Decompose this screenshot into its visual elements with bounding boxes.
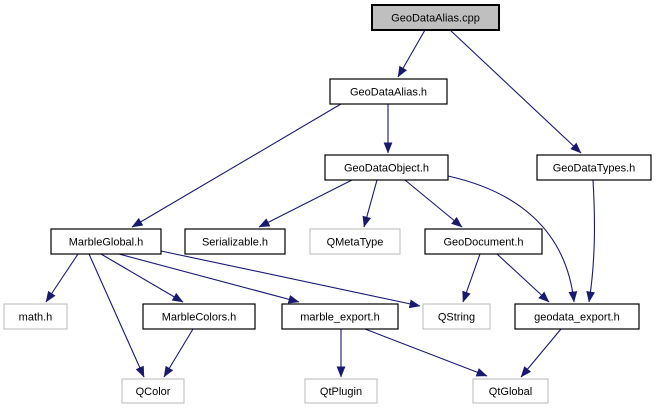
node-MarbleGlobal_h[interactable]: MarbleGlobal.h [50, 228, 162, 255]
node-Serializable_h[interactable]: Serializable.h [184, 228, 286, 255]
node-marble_export_h[interactable]: marble_export.h [281, 303, 399, 330]
edge-GeoDataAlias_cpp-to-GeoDataTypes_h [449, 29, 582, 154]
node-box [121, 378, 185, 404]
node-geodata_export_h[interactable]: geodata_export.h [514, 303, 640, 330]
node-label-QString: QString [438, 312, 475, 324]
node-label-marble_export_h: marble_export.h [300, 312, 380, 324]
node-GeoDocument_h[interactable]: GeoDocument.h [424, 228, 543, 255]
node-label-MarbleColors_h: MarbleColors.h [162, 312, 237, 324]
node-label-GeoDataAlias_h: GeoDataAlias.h [350, 87, 427, 99]
node-GeoDataAlias_cpp[interactable]: GeoDataAlias.cpp [371, 4, 500, 31]
edge-MarbleColors_h-to-QColor [163, 328, 194, 378]
node-GeoDataTypes_h[interactable]: GeoDataTypes.h [536, 154, 652, 181]
node-QString: QString [422, 303, 491, 330]
node-box[interactable] [536, 154, 652, 181]
edge-GeoDataAlias_cpp-to-GeoDataAlias_h [397, 29, 426, 78]
edge-GeoDataObject_h-to-Serializable_h [258, 179, 353, 228]
node-box[interactable] [424, 228, 543, 255]
node-label-GeoDocument_h: GeoDocument.h [443, 237, 523, 249]
edge-MarbleGlobal_h-to-QColor [88, 253, 145, 378]
node-QColor: QColor [121, 378, 185, 404]
edge-MarbleGlobal_h-to-math_h [45, 253, 79, 303]
node-QtGlobal: QtGlobal [472, 378, 549, 404]
node-box[interactable] [184, 228, 286, 255]
edge-GeoDocument_h-to-geodata_export_h [496, 253, 550, 303]
edge-GeoDataObject_h-to-GeoDocument_h [404, 179, 463, 228]
root-node-box[interactable] [371, 4, 500, 31]
node-box[interactable] [142, 303, 256, 330]
nodes-layer: GeoDataAlias.cppGeoDataAlias.hGeoDataObj… [3, 4, 652, 404]
node-label-QtGlobal: QtGlobal [489, 386, 532, 398]
node-label-math_h: math.h [19, 312, 53, 324]
edge-GeoDataObject_h-to-QMetaType [362, 179, 378, 228]
node-box [3, 303, 68, 330]
node-label-GeoDataObject_h: GeoDataObject.h [344, 163, 429, 175]
edge-MarbleGlobal_h-to-MarbleColors_h [100, 253, 184, 303]
node-box [472, 378, 549, 404]
node-label-QColor: QColor [136, 386, 171, 398]
node-box [422, 303, 491, 330]
node-MarbleColors_h[interactable]: MarbleColors.h [142, 303, 256, 330]
edge-GeoDataObject_h-to-geodata_export_h [447, 175, 578, 303]
node-math_h: math.h [3, 303, 68, 330]
node-box[interactable] [50, 228, 162, 255]
node-label-geodata_export_h: geodata_export.h [534, 312, 620, 324]
node-label-QMetaType: QMetaType [327, 237, 384, 249]
edges-layer [45, 29, 596, 378]
edge-geodata_export_h-to-QtGlobal [520, 328, 562, 378]
node-label-GeoDataTypes_h: GeoDataTypes.h [553, 163, 636, 175]
node-box[interactable] [281, 303, 399, 330]
node-box [309, 228, 401, 255]
node-box[interactable] [514, 303, 640, 330]
edge-MarbleGlobal_h-to-QString [160, 250, 421, 309]
node-label-Serializable_h: Serializable.h [202, 237, 268, 249]
node-QMetaType: QMetaType [309, 228, 401, 255]
edge-GeoDataTypes_h-to-geodata_export_h [586, 179, 596, 303]
edge-marble_export_h-to-QtGlobal [364, 328, 488, 377]
edge-GeoDocument_h-to-QString [462, 253, 481, 303]
node-QtPlugin: QtPlugin [304, 378, 378, 404]
node-label-GeoDataAlias_cpp: GeoDataAlias.cpp [391, 13, 480, 25]
node-box[interactable] [329, 78, 448, 105]
edge-MarbleGlobal_h-to-marble_export_h [118, 253, 300, 304]
node-label-QtPlugin: QtPlugin [320, 386, 362, 398]
edge-GeoDataAlias_h-to-MarbleGlobal_h [131, 103, 342, 228]
node-label-MarbleGlobal_h: MarbleGlobal.h [69, 237, 144, 249]
node-GeoDataObject_h[interactable]: GeoDataObject.h [324, 154, 449, 181]
node-box [304, 378, 378, 404]
node-box[interactable] [324, 154, 449, 181]
node-GeoDataAlias_h[interactable]: GeoDataAlias.h [329, 78, 448, 105]
